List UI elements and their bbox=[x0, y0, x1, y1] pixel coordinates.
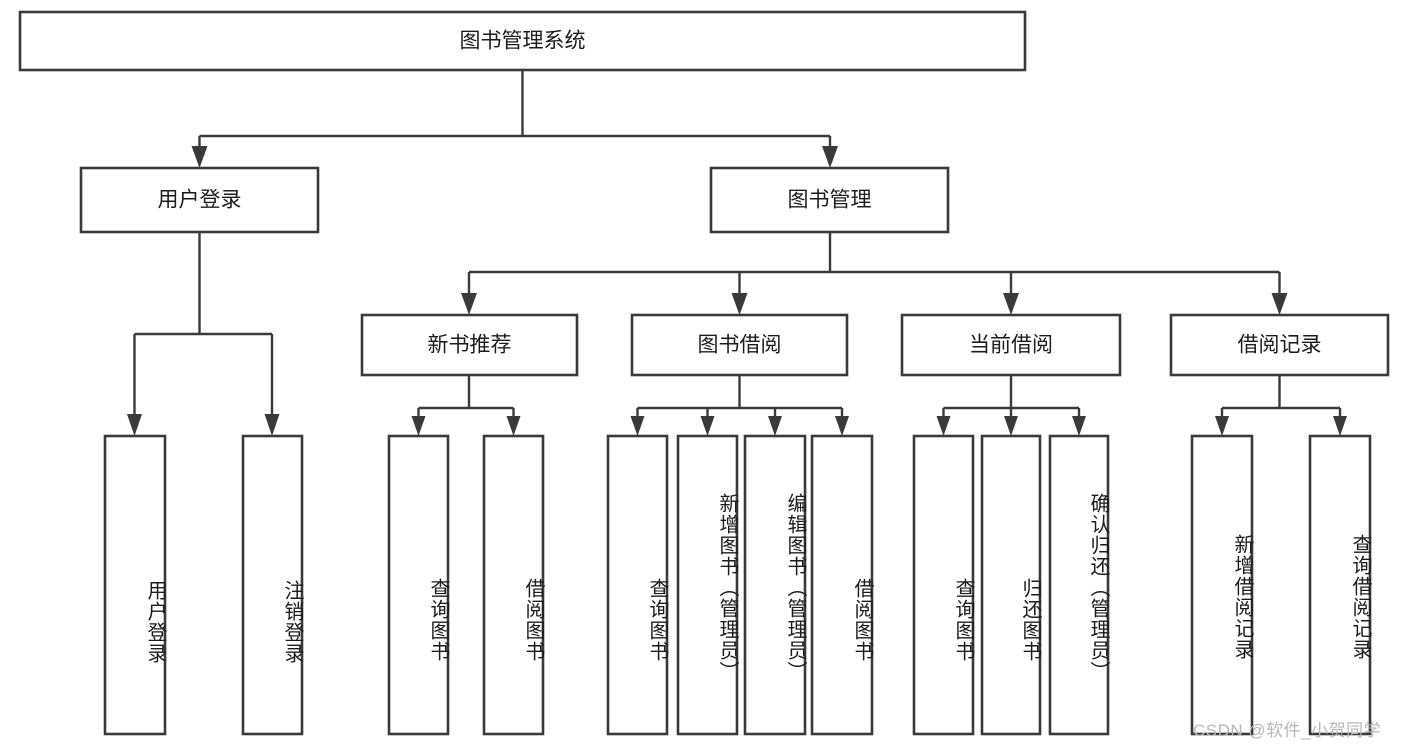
node-book-manage-box[interactable] bbox=[709, 166, 950, 234]
node-new-book-rec-box[interactable] bbox=[360, 313, 579, 377]
leaf-return-book-box[interactable] bbox=[980, 434, 1042, 736]
leaf-borrow-book-1-box[interactable] bbox=[482, 434, 545, 736]
leaf-edit-book-box[interactable] bbox=[743, 434, 807, 736]
arrow-head-return-book bbox=[1004, 416, 1018, 436]
leaf-query-record-box[interactable] bbox=[1308, 434, 1372, 736]
node-book-borrow[interactable]: 图书借阅 bbox=[630, 313, 849, 377]
arrow-head-query-book-2 bbox=[630, 416, 645, 436]
node-root-box[interactable] bbox=[18, 10, 1027, 72]
connector-user-login-to-leaves bbox=[127, 232, 280, 436]
arrow-head-borrow-book-1 bbox=[506, 416, 521, 436]
node-current-borrow-label: 当前借阅 bbox=[969, 334, 1053, 357]
node-root-label: 图书管理系统 bbox=[460, 30, 586, 53]
node-borrow-record[interactable]: 借阅记录 bbox=[1169, 313, 1390, 377]
connector-borrow-record-to-leaves bbox=[1215, 375, 1347, 436]
leaf-borrow-book-2-box[interactable] bbox=[810, 434, 874, 736]
leaf-logout-box[interactable] bbox=[241, 434, 304, 736]
arrow-head-book-manage bbox=[822, 146, 838, 168]
node-root[interactable]: 图书管理系统 bbox=[18, 10, 1027, 72]
arrow-head-add-book bbox=[700, 416, 715, 436]
node-current-borrow-box[interactable] bbox=[900, 313, 1122, 377]
arrow-head-query-record bbox=[1333, 416, 1347, 436]
node-current-borrow[interactable]: 当前借阅 bbox=[900, 313, 1122, 377]
arrow-head-edit-book bbox=[768, 416, 782, 436]
arrow-head-leaf-logout bbox=[264, 414, 280, 436]
node-new-book-rec[interactable]: 新书推荐 bbox=[360, 313, 579, 377]
arrow-head-user-login bbox=[191, 146, 208, 168]
csdn-watermark: CSDN @软件_小贺同学 bbox=[1193, 721, 1382, 740]
arrow-head-book-borrow bbox=[731, 293, 748, 315]
leaf-add-book-box[interactable] bbox=[676, 434, 739, 736]
leaf-user-login-box[interactable] bbox=[103, 434, 167, 736]
leaf-add-record-box[interactable] bbox=[1190, 434, 1254, 736]
leaf-query-book-1-box[interactable] bbox=[387, 434, 450, 736]
connector-current-borrow-to-leaves bbox=[936, 375, 1086, 436]
leaf-confirm-return-box[interactable] bbox=[1048, 434, 1110, 736]
node-user-login-label: 用户登录 bbox=[158, 189, 242, 212]
arrow-head-query-book-1 bbox=[411, 416, 426, 436]
arrow-head-confirm-return bbox=[1072, 416, 1086, 436]
node-borrow-record-box[interactable] bbox=[1169, 313, 1390, 377]
node-user-login[interactable]: 用户登录 bbox=[79, 166, 320, 234]
connector-new-book-rec-to-leaves bbox=[411, 375, 521, 436]
connector-book-manage-to-tier3 bbox=[461, 232, 1288, 315]
arrow-head-borrow-record bbox=[1271, 293, 1288, 315]
leaf-query-book-2-box[interactable] bbox=[606, 434, 669, 736]
node-book-manage[interactable]: 图书管理 bbox=[709, 166, 950, 234]
node-user-login-box[interactable] bbox=[79, 166, 320, 234]
leaf-boxes bbox=[103, 434, 1372, 736]
arrow-head-add-record bbox=[1215, 416, 1229, 436]
node-book-borrow-label: 图书借阅 bbox=[698, 334, 782, 357]
arrow-head-new-book-rec bbox=[461, 293, 477, 315]
node-new-book-rec-label: 新书推荐 bbox=[428, 334, 512, 357]
connector-root-to-tier2 bbox=[191, 70, 838, 168]
arrow-head-leaf-user-login bbox=[127, 414, 142, 436]
arrow-head-current-borrow bbox=[1003, 293, 1019, 315]
connector-book-borrow-to-leaves bbox=[630, 375, 849, 436]
arrow-head-query-book-3 bbox=[936, 416, 951, 436]
node-book-manage-label: 图书管理 bbox=[788, 189, 872, 212]
node-book-borrow-box[interactable] bbox=[630, 313, 849, 377]
arrow-head-borrow-book-2 bbox=[835, 416, 849, 436]
node-borrow-record-label: 借阅记录 bbox=[1238, 334, 1322, 357]
leaf-query-book-3-box[interactable] bbox=[912, 434, 975, 736]
